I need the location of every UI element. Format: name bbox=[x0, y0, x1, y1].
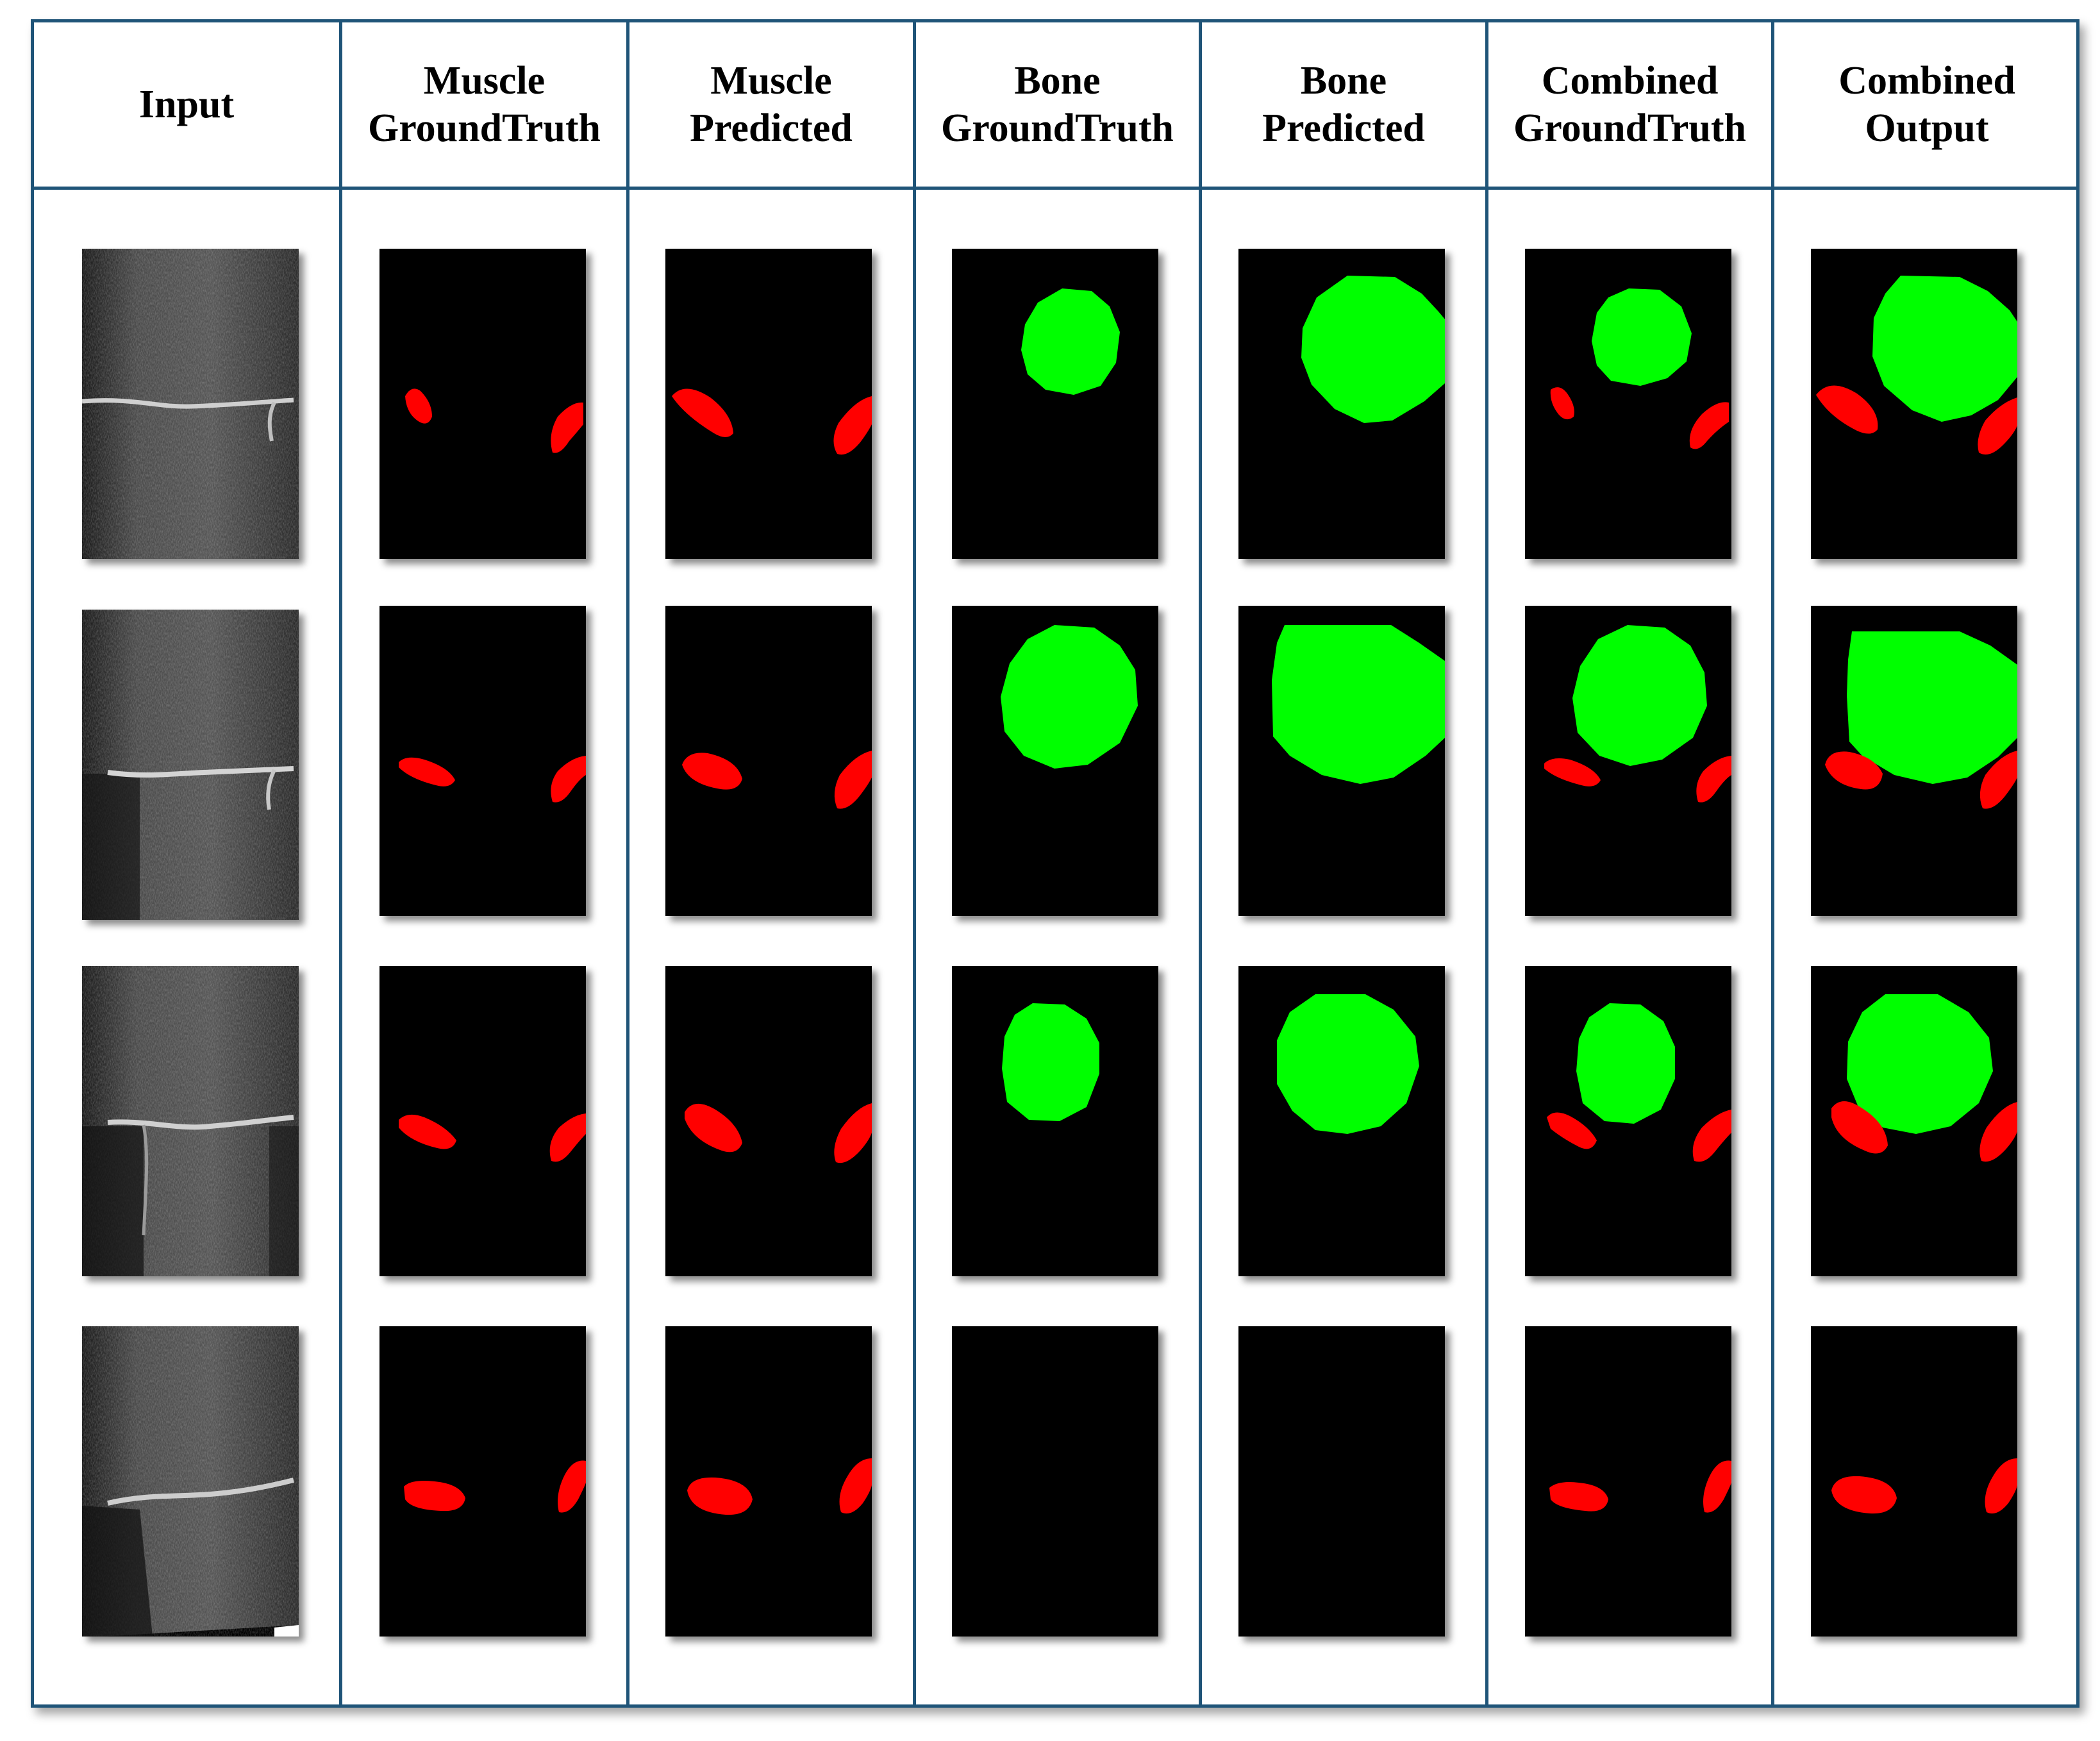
input-ultrasound-image bbox=[82, 249, 299, 559]
muscle-region bbox=[1979, 1102, 2017, 1162]
muscle-region bbox=[1544, 758, 1601, 787]
bone-region bbox=[1847, 631, 2017, 784]
header-input: Input bbox=[138, 83, 235, 126]
muscle-region bbox=[1825, 751, 1883, 790]
combined-groundtruth-mask bbox=[1525, 1326, 1731, 1637]
column-divider bbox=[626, 22, 629, 1704]
bone-region bbox=[1872, 276, 2017, 422]
bone-region bbox=[1001, 625, 1138, 769]
muscle-region bbox=[839, 1458, 872, 1514]
muscle-region bbox=[551, 402, 583, 453]
column-divider bbox=[1199, 22, 1202, 1704]
muscle-region bbox=[1816, 385, 1878, 434]
muscle-region bbox=[1696, 756, 1731, 803]
bone-region bbox=[1002, 1003, 1099, 1121]
bone-region bbox=[1277, 994, 1419, 1134]
muscle-groundtruth-mask bbox=[379, 966, 586, 1276]
header-muscle-predicted: Muscle Predicted bbox=[690, 59, 853, 150]
muscle-region bbox=[549, 1113, 586, 1162]
muscle-region bbox=[834, 1103, 872, 1163]
muscle-region bbox=[682, 753, 742, 790]
bone-groundtruth-mask bbox=[952, 1326, 1158, 1637]
bone-groundtruth-mask bbox=[952, 249, 1158, 559]
muscle-predicted-mask bbox=[665, 1326, 872, 1637]
combined-groundtruth-mask bbox=[1525, 606, 1731, 916]
muscle-predicted-mask bbox=[665, 249, 872, 559]
header-combined-groundtruth: Combined GroundTruth bbox=[1513, 59, 1746, 150]
header-combined-output: Combined Output bbox=[1838, 59, 2015, 150]
muscle-region bbox=[1978, 397, 2017, 455]
muscle-region bbox=[1985, 1458, 2017, 1514]
muscle-region bbox=[687, 1477, 753, 1515]
bone-predicted-mask bbox=[1238, 1326, 1445, 1637]
muscle-groundtruth-mask bbox=[379, 606, 586, 916]
bone-predicted-mask bbox=[1238, 966, 1445, 1276]
column-divider bbox=[913, 22, 916, 1704]
input-ultrasound-image bbox=[82, 966, 299, 1276]
combined-groundtruth-mask bbox=[1525, 249, 1731, 559]
column-divider bbox=[1771, 22, 1774, 1704]
bone-region bbox=[1572, 625, 1707, 766]
combined-output-mask bbox=[1811, 606, 2017, 916]
combined-output-mask bbox=[1811, 966, 2017, 1276]
column-divider bbox=[339, 22, 342, 1704]
combined-output-mask bbox=[1811, 249, 2017, 559]
bone-groundtruth-mask bbox=[952, 966, 1158, 1276]
muscle-region bbox=[1831, 1476, 1897, 1514]
muscle-region bbox=[399, 757, 455, 787]
muscle-region bbox=[1550, 387, 1574, 420]
muscle-region bbox=[551, 756, 586, 803]
header-bone-predicted: Bone Predicted bbox=[1262, 59, 1425, 150]
muscle-region bbox=[1547, 1112, 1597, 1149]
bone-region bbox=[1272, 625, 1445, 784]
muscle-region bbox=[1549, 1482, 1608, 1512]
column-divider bbox=[1485, 22, 1488, 1704]
muscle-region bbox=[1979, 751, 2017, 809]
input-ultrasound-image bbox=[82, 610, 299, 920]
muscle-region bbox=[1692, 1110, 1731, 1162]
bone-region bbox=[1592, 288, 1692, 386]
bone-predicted-mask bbox=[1238, 606, 1445, 916]
muscle-region bbox=[1831, 1101, 1888, 1154]
combined-groundtruth-mask bbox=[1525, 966, 1731, 1276]
muscle-region bbox=[404, 1481, 465, 1512]
muscle-region bbox=[405, 388, 432, 424]
bone-region bbox=[1847, 994, 1993, 1134]
muscle-region bbox=[558, 1460, 586, 1513]
bone-groundtruth-mask bbox=[952, 606, 1158, 916]
bone-region bbox=[1301, 276, 1445, 423]
muscle-region bbox=[1703, 1460, 1731, 1513]
bone-predicted-mask bbox=[1238, 249, 1445, 559]
muscle-groundtruth-mask bbox=[379, 1326, 586, 1637]
header-bone-groundtruth: Bone GroundTruth bbox=[941, 59, 1174, 150]
bone-region bbox=[1576, 1003, 1675, 1124]
muscle-region bbox=[672, 388, 733, 437]
muscle-predicted-mask bbox=[665, 606, 872, 916]
header-divider bbox=[34, 187, 2076, 190]
combined-output-mask bbox=[1811, 1326, 2017, 1637]
muscle-predicted-mask bbox=[665, 966, 872, 1276]
muscle-region bbox=[833, 396, 872, 455]
muscle-region bbox=[399, 1114, 456, 1149]
input-ultrasound-image bbox=[82, 1326, 299, 1637]
muscle-groundtruth-mask bbox=[379, 249, 586, 559]
muscle-region bbox=[1689, 402, 1729, 449]
muscle-region bbox=[685, 1103, 742, 1153]
muscle-region bbox=[834, 751, 872, 809]
header-muscle-groundtruth: Muscle GroundTruth bbox=[368, 59, 601, 150]
bone-region bbox=[1021, 288, 1120, 395]
